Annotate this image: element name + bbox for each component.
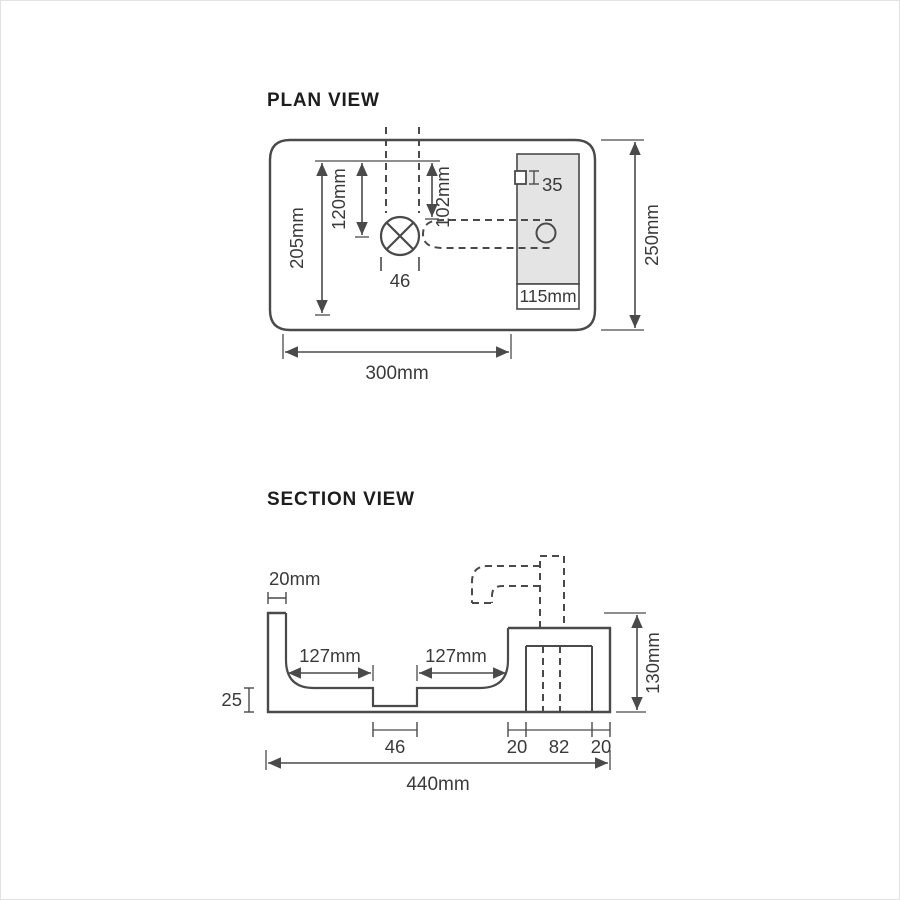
plan-dimension-lines <box>282 139 644 359</box>
fixing-square <box>514 170 527 185</box>
section-dim-labels: 20mm 127mm 127mm 25 46 20 82 20 130mm 44… <box>221 568 663 795</box>
dim-label-300: 300mm <box>365 363 428 384</box>
shelf-label-box <box>516 283 580 310</box>
dim-label-82: 82 <box>549 736 570 757</box>
dim-label-115: 115mm <box>519 286 576 306</box>
section-dimension-lines <box>244 592 646 770</box>
deck-underside-and-chase <box>525 645 593 712</box>
tap-body-dashed <box>539 555 565 628</box>
dim-label-120: 120mm <box>328 168 349 230</box>
tap-dashed-section <box>471 555 565 712</box>
dim-label-46-section: 46 <box>385 736 406 757</box>
tap-spout-dashed <box>471 565 540 603</box>
dim-label-20-left: 20 <box>507 736 528 757</box>
dim-20mm-bracket <box>267 592 287 604</box>
dim-label-20mm: 20mm <box>269 568 320 589</box>
tap-spout-dashed <box>491 585 540 603</box>
drain-circle <box>379 215 421 257</box>
section-view-drawing <box>244 555 646 770</box>
dim-label-127-right: 127mm <box>425 645 487 666</box>
dim-label-102: 102mm <box>432 166 453 228</box>
dim-label-440: 440mm <box>406 774 469 795</box>
dim-label-35: 35 <box>542 174 563 195</box>
spout-dashed-path <box>421 219 552 249</box>
dim-35-bracket <box>529 170 539 185</box>
section-view-title: SECTION VIEW <box>267 489 415 510</box>
tap-projection-dashed <box>385 127 552 249</box>
dim-label-46-plan: 46 <box>390 270 411 291</box>
drain-symbol <box>379 215 421 257</box>
section-outer-outline <box>266 611 612 714</box>
basin-outline-plan <box>268 138 597 332</box>
dim-label-130: 130mm <box>642 632 663 694</box>
dim-25-bracket <box>244 687 254 713</box>
plan-dim-labels: 205mm 120mm 102mm 46 35 115mm 250mm 300m… <box>286 166 662 384</box>
dim-label-20-right: 20 <box>591 736 612 757</box>
plan-view-drawing <box>268 127 644 359</box>
dim-label-25: 25 <box>221 689 242 710</box>
dim-label-250: 250mm <box>641 204 662 266</box>
tap-hole <box>535 222 557 244</box>
drain-cross-line <box>385 221 415 251</box>
dim-label-127-left: 127mm <box>299 645 361 666</box>
dim-label-205: 205mm <box>286 207 307 269</box>
plan-view-title: PLAN VIEW <box>267 90 380 111</box>
